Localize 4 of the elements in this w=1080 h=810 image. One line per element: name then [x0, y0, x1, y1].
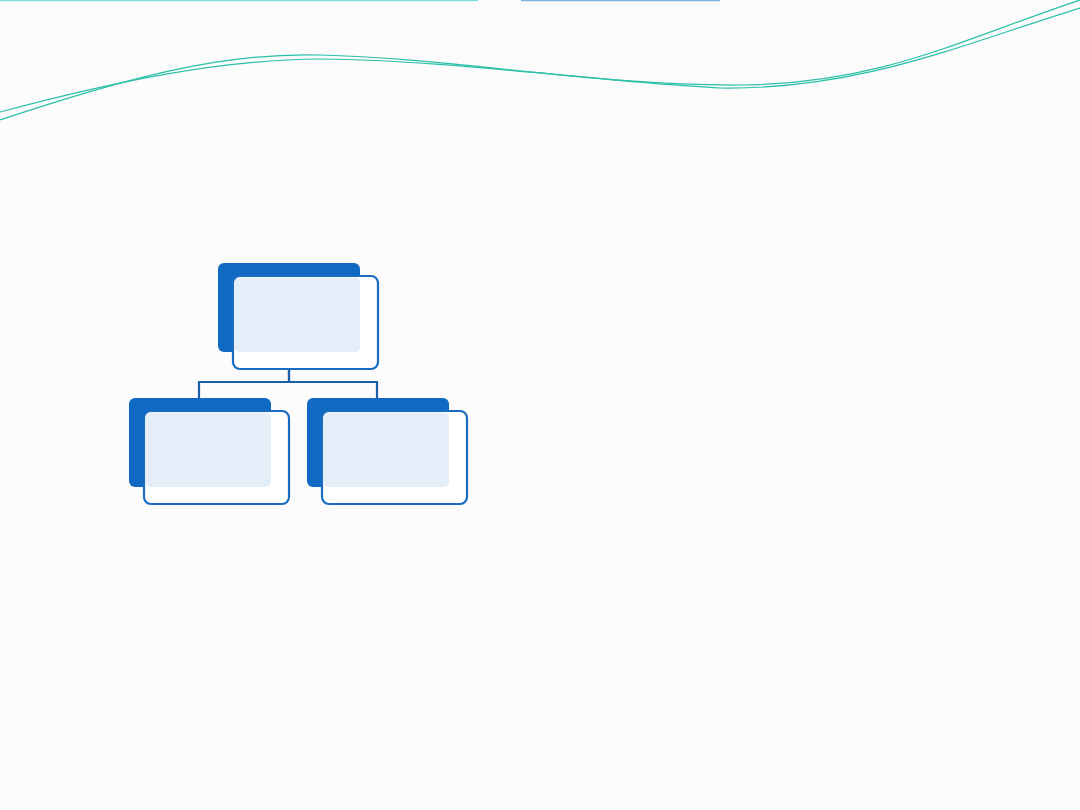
empty-org-chart-box	[307, 398, 469, 506]
empty-org-chart-box	[129, 398, 291, 506]
connector-line	[287, 370, 379, 398]
empty-org-chart-box	[218, 263, 380, 371]
